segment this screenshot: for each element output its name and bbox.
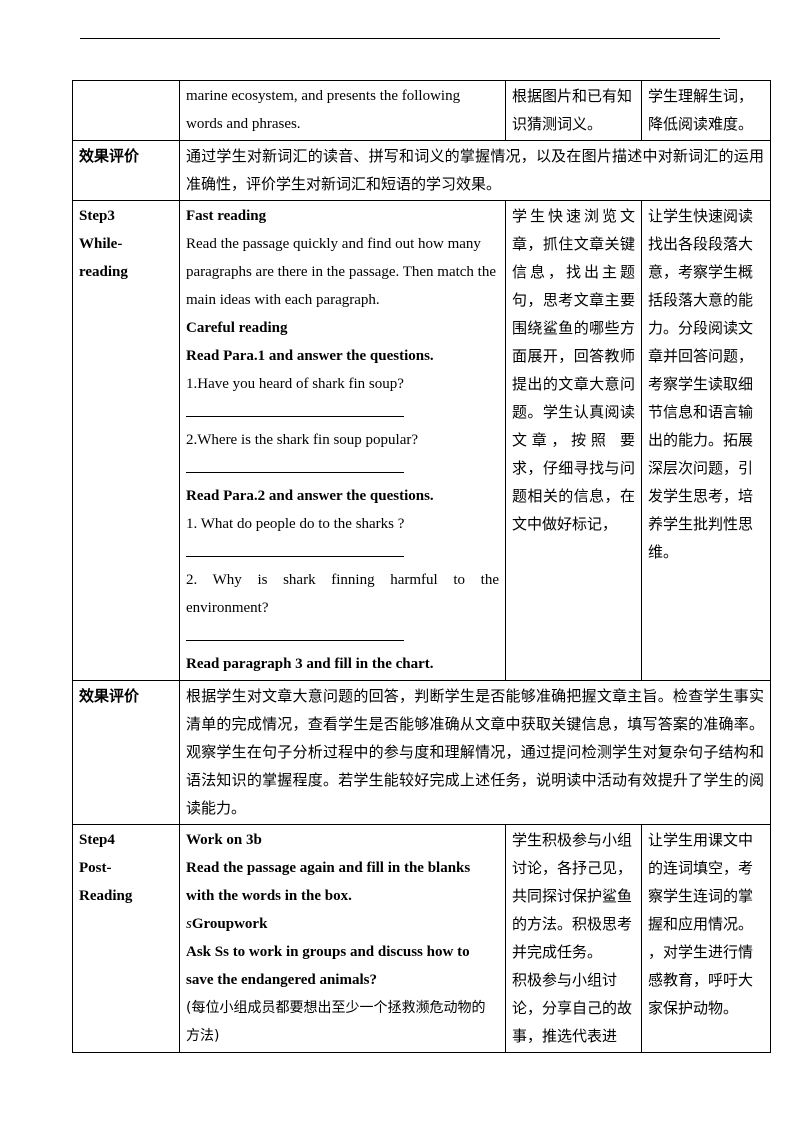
groupwork-note: (每位小组成员都要想出至少一个拯救濒危动物的方法) <box>186 1000 486 1044</box>
work-text: Read the passage again and fill in the b… <box>186 860 471 904</box>
question: 1. What do people do to the sharks ? <box>186 516 405 532</box>
text-line: words and phrases. <box>186 116 301 132</box>
answer-blank <box>186 454 499 482</box>
para3-title: Read paragraph 3 and fill in the chart. <box>186 656 434 672</box>
student-activity-cell: 根据图片和已有知识猜测词义。 <box>505 80 642 141</box>
para1-title: Read Para.1 and answer the questions. <box>186 348 434 364</box>
step-cell: Step3 While- reading <box>72 200 180 681</box>
purpose-cell: 学生理解生词，降低阅读难度。 <box>641 80 771 141</box>
table-row-evaluation-1: 效果评价 通过学生对新词汇的读音、拼写和词义的掌握情况，以及在图片描述中对新词汇… <box>72 140 771 201</box>
lesson-plan-table: marine ecosystem, and presents the follo… <box>72 80 771 1053</box>
text-line: marine ecosystem, and presents the follo… <box>186 88 461 104</box>
evaluation-label: 效果评价 <box>72 680 180 825</box>
table-row-evaluation-2: 效果评价 根据学生对文章大意问题的回答，判断学生是否能够准确把握文章主旨。检查学… <box>72 680 771 825</box>
purpose-text: 让学生用课文中的连词填空，考察学生连词的掌握和应用情况。 <box>648 831 754 933</box>
table-row-while-reading: Step3 While- reading Fast reading Read t… <box>72 200 771 681</box>
fast-reading-text: Read the passage quickly and find out ho… <box>186 236 497 308</box>
step-name: Post- <box>79 860 112 876</box>
groupwork-prefix: s <box>186 916 192 932</box>
answer-blank <box>186 538 499 566</box>
step-number: Step4 <box>79 832 115 848</box>
evaluation-text: 通过学生对新词汇的读音、拼写和词义的掌握情况，以及在图片描述中对新词汇的运用准确… <box>179 140 771 201</box>
groupwork-title: Groupwork <box>191 916 268 932</box>
purpose-cell: 让学生快速阅读找出各段段落大意，考察学生概括段落大意的能力。分段阅读文章并回答问… <box>641 200 771 681</box>
step-cell: Step4 Post- Reading <box>72 824 180 1053</box>
step-name: While- <box>79 236 123 252</box>
student-activity-text: 积极参与小组讨论，分享自己的故事，推选代表进 <box>512 971 633 1045</box>
groupwork-heading: sGroupwork <box>186 910 499 938</box>
fast-reading-title: Fast reading <box>186 208 267 224</box>
activity-cell: Work on 3b Read the passage again and fi… <box>179 824 506 1053</box>
table-row-vocabulary: marine ecosystem, and presents the follo… <box>72 80 771 141</box>
question: 2.Where is the shark fin soup popular? <box>186 432 419 448</box>
activity-cell: marine ecosystem, and presents the follo… <box>179 80 506 141</box>
question: 2. Why is shark finning harmful to the e… <box>186 572 499 616</box>
step-cell-empty <box>72 80 180 141</box>
evaluation-text: 根据学生对文章大意问题的回答，判断学生是否能够准确把握文章主旨。检查学生事实清单… <box>179 680 771 825</box>
header-rule <box>80 38 720 39</box>
groupwork-text: Ask Ss to work in groups and discuss how… <box>186 944 470 988</box>
step-name: Reading <box>79 888 133 904</box>
purpose-cell: 让学生用课文中的连词填空，考察学生连词的掌握和应用情况。 ，对学生进行情感教育，… <box>641 824 771 1053</box>
purpose-text: ，对学生进行情感教育，呼吁大家保护动物。 <box>648 943 754 1017</box>
work-title: Work on 3b <box>186 832 262 848</box>
question: 1.Have you heard of shark fin soup? <box>186 376 404 392</box>
student-activity-cell: 学生快速浏览文章，抓住文章关键信息，找出主题句，思考文章主要围绕鲨鱼的哪些方面展… <box>505 200 642 681</box>
step-name: reading <box>79 264 128 280</box>
evaluation-label: 效果评价 <box>72 140 180 201</box>
answer-blank <box>186 398 499 426</box>
activity-cell: Fast reading Read the passage quickly an… <box>179 200 506 681</box>
answer-blank <box>186 622 499 650</box>
student-activity-cell: 学生积极参与小组讨论，各抒己见，共同探讨保护鲨鱼的方法。积极思考并完成任务。 积… <box>505 824 642 1053</box>
table-row-post-reading: Step4 Post- Reading Work on 3b Read the … <box>72 824 771 1053</box>
careful-reading-title: Careful reading <box>186 320 288 336</box>
step-number: Step3 <box>79 208 115 224</box>
para2-title: Read Para.2 and answer the questions. <box>186 488 434 504</box>
student-activity-text: 学生积极参与小组讨论，各抒己见，共同探讨保护鲨鱼的方法。积极思考并完成任务。 <box>512 831 633 961</box>
